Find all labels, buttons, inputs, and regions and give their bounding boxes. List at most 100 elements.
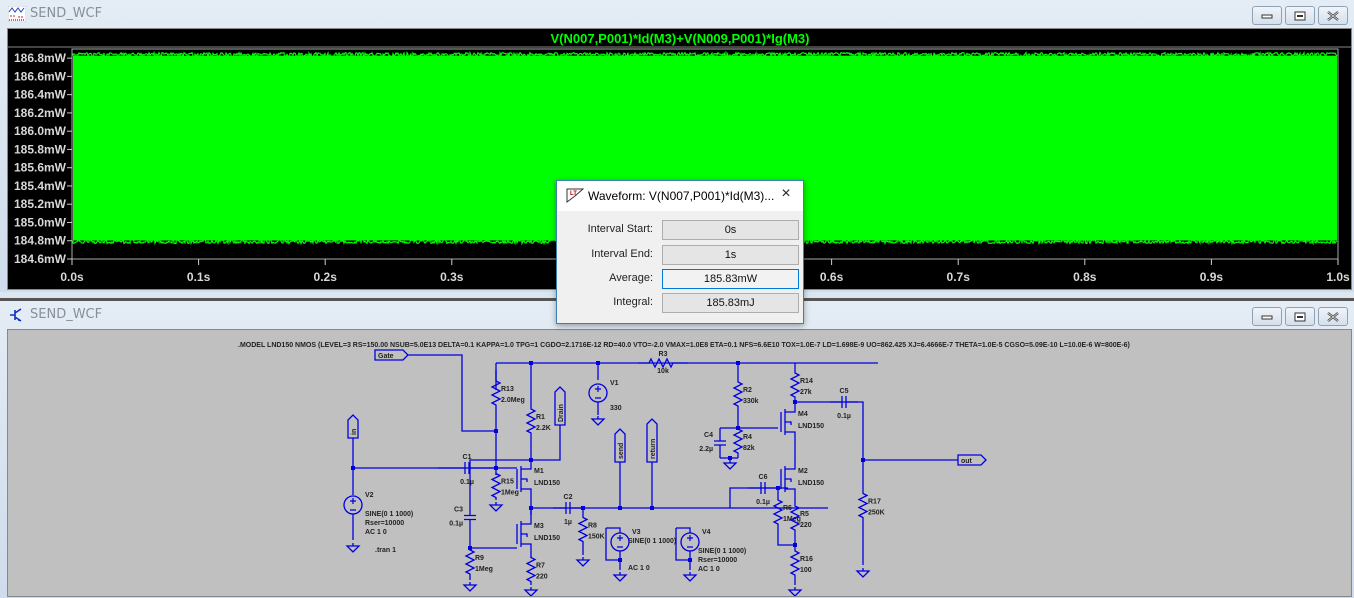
mosfet-m3[interactable] bbox=[516, 510, 532, 558]
value-m4: LND150 bbox=[798, 423, 824, 430]
polarity-icon bbox=[687, 535, 693, 548]
label-m4: M4 bbox=[798, 411, 808, 418]
schematic-canvas[interactable]: .MODEL LND150 NMOS (LEVEL=3 RS=150.00 NS… bbox=[7, 329, 1352, 597]
value-r14: 27k bbox=[800, 389, 812, 396]
waveform-window-title: SEND_WCF bbox=[30, 6, 103, 21]
value-r13: 2.0Meg bbox=[501, 397, 525, 404]
interval-end-row: Interval End: 1s bbox=[557, 245, 803, 265]
capacitor-c4[interactable] bbox=[714, 428, 726, 458]
dialog-titlebar[interactable]: LT Waveform: V(N007,P001)*Id(M3)... × bbox=[557, 181, 803, 211]
label-r1: R1 bbox=[536, 414, 545, 421]
schematic-minimize-button[interactable] bbox=[1252, 307, 1282, 326]
junction-dot bbox=[650, 506, 654, 510]
mosfet-m4[interactable] bbox=[780, 402, 796, 442]
v4-line-1: SINE(0 1 1000) bbox=[698, 548, 746, 555]
average-field[interactable]: 185.83mW bbox=[662, 269, 799, 289]
label-r15: R15 bbox=[501, 479, 514, 486]
schematic-window-titlebar[interactable]: SEND_WCF bbox=[0, 301, 1354, 329]
net-label-in[interactable] bbox=[347, 414, 359, 439]
wire bbox=[352, 438, 496, 469]
voltage-source-v3[interactable] bbox=[610, 532, 630, 552]
capacitor-c6[interactable] bbox=[748, 482, 778, 494]
resistor-r8[interactable] bbox=[577, 508, 589, 555]
junction-dot bbox=[596, 361, 600, 365]
junction-dot bbox=[494, 466, 498, 470]
restore-button[interactable] bbox=[1285, 6, 1315, 25]
resistor-r7[interactable] bbox=[525, 556, 537, 586]
mosfet-m1[interactable] bbox=[516, 458, 532, 500]
voltage-source-v1[interactable] bbox=[588, 383, 608, 403]
junction-dot bbox=[494, 429, 498, 433]
resistor-r14[interactable] bbox=[789, 372, 801, 402]
net-label-out[interactable] bbox=[957, 454, 987, 466]
capacitor-c5[interactable] bbox=[830, 396, 858, 408]
v3-line-1: SINE(0 1 1000) bbox=[628, 538, 676, 545]
wire bbox=[858, 401, 864, 460]
label-c4: C4 bbox=[704, 432, 713, 439]
schematic-window: SEND_WCF .MODEL LND150 NMOS (LEVEL=3 RS=… bbox=[0, 298, 1354, 598]
value-v1: 330 bbox=[610, 405, 622, 412]
capacitor-c1[interactable] bbox=[438, 462, 496, 474]
resistor-r15[interactable] bbox=[490, 472, 502, 501]
net-label-gate[interactable] bbox=[374, 349, 409, 361]
interval-start-field[interactable]: 0s bbox=[662, 220, 799, 240]
resistor-r13[interactable] bbox=[490, 370, 502, 420]
ground-symbol bbox=[523, 587, 539, 596]
x-tick-label: 0.6s bbox=[820, 270, 844, 284]
junction-dot bbox=[861, 458, 865, 462]
wire bbox=[737, 420, 778, 429]
label-r6: R6 bbox=[783, 505, 792, 512]
value-m1: LND150 bbox=[534, 480, 560, 487]
label-c3: C3 bbox=[454, 507, 463, 514]
resistor-r9[interactable] bbox=[464, 548, 476, 580]
close-icon bbox=[1319, 7, 1347, 24]
x-tick-label: 0.3s bbox=[440, 270, 464, 284]
minimize-button[interactable] bbox=[1252, 6, 1282, 25]
resistor-r16[interactable] bbox=[789, 545, 801, 585]
integral-field[interactable]: 185.83mJ bbox=[662, 293, 799, 313]
junction-dot bbox=[736, 361, 740, 365]
resistor-r1[interactable] bbox=[525, 398, 537, 448]
junction-dot bbox=[351, 466, 355, 470]
wire bbox=[675, 528, 690, 561]
mosfet-m2[interactable] bbox=[780, 458, 796, 500]
ground-symbol bbox=[855, 568, 871, 578]
resistor-r6[interactable] bbox=[772, 488, 784, 540]
voltage-source-v2[interactable] bbox=[343, 495, 363, 515]
ground-symbol bbox=[575, 557, 591, 567]
net-label-text-out: out bbox=[961, 458, 973, 465]
schematic-close-button[interactable] bbox=[1318, 307, 1348, 326]
label-r8: R8 bbox=[588, 523, 597, 530]
model-directive[interactable]: .MODEL LND150 NMOS (LEVEL=3 RS=150.00 NS… bbox=[238, 342, 1130, 349]
resistor-r17[interactable] bbox=[857, 480, 869, 535]
interval-end-field[interactable]: 1s bbox=[662, 245, 799, 265]
waveform-window-titlebar[interactable]: SEND_WCF bbox=[0, 0, 1354, 28]
ground-symbol bbox=[488, 502, 504, 512]
resistor-r2[interactable] bbox=[732, 372, 744, 420]
net-label-text-in: in bbox=[351, 429, 358, 435]
dialog-title: Waveform: V(N007,P001)*Id(M3)... bbox=[588, 189, 775, 203]
schematic-restore-button[interactable] bbox=[1285, 307, 1315, 326]
value-r5: 220 bbox=[800, 522, 812, 529]
junction-dot bbox=[688, 558, 692, 562]
close-button[interactable] bbox=[1318, 6, 1348, 25]
y-tick-label: 186.0mW bbox=[14, 124, 67, 138]
net-label-return[interactable] bbox=[646, 418, 658, 463]
resistor-r5[interactable] bbox=[789, 500, 801, 540]
dialog-close-icon[interactable]: × bbox=[781, 185, 791, 202]
net-label-drain[interactable] bbox=[554, 386, 566, 426]
minimize-icon bbox=[1253, 7, 1281, 24]
capacitor-c2[interactable] bbox=[553, 502, 583, 514]
schematic-icon bbox=[10, 308, 22, 322]
value-r1: 2.2K bbox=[536, 425, 551, 432]
resistor-r4[interactable] bbox=[732, 428, 744, 458]
schematic-drawing[interactable]: .MODEL LND150 NMOS (LEVEL=3 RS=150.00 NS… bbox=[8, 330, 1351, 596]
value-c4: 2.2µ bbox=[699, 446, 713, 453]
label-r17: R17 bbox=[868, 499, 881, 506]
voltage-source-v4[interactable] bbox=[680, 532, 700, 552]
wire bbox=[605, 528, 620, 561]
net-label-send[interactable] bbox=[614, 428, 626, 463]
resistor-r3[interactable] bbox=[638, 357, 688, 369]
capacitor-c3[interactable] bbox=[464, 490, 476, 545]
label-m2: M2 bbox=[798, 468, 808, 475]
